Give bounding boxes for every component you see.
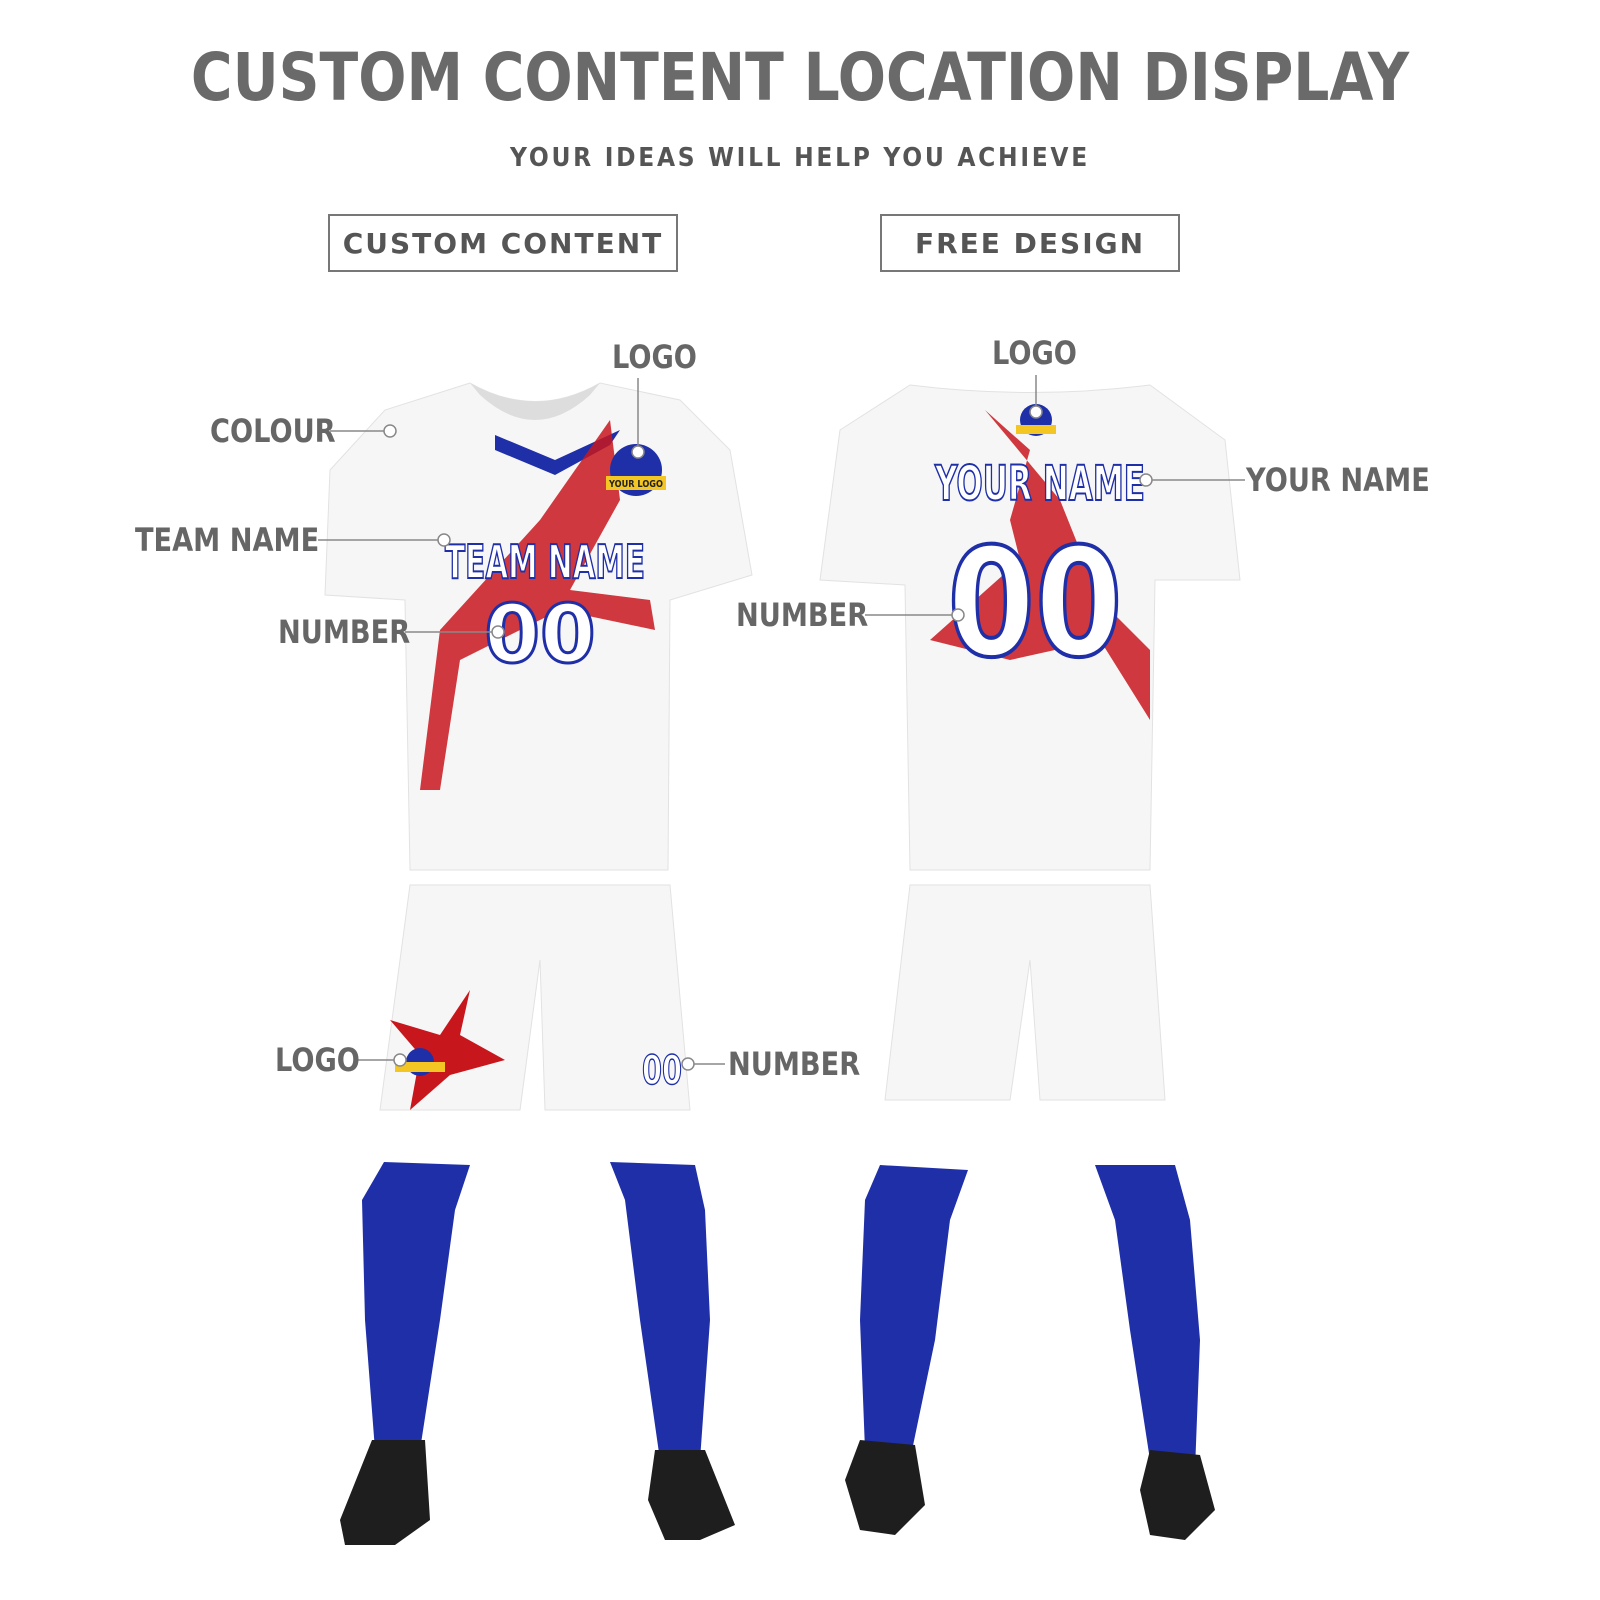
leader-lines: [318, 375, 1245, 1071]
back-your-name: YOUR NAME: [934, 456, 1145, 512]
back-jersey: YOUR NAME 00: [819, 384, 1241, 871]
boots: [340, 1440, 1215, 1545]
shorts-number: 00: [642, 1048, 682, 1094]
front-logo-label: LOGO: [612, 338, 697, 376]
page-subtitle: YOUR IDEAS WILL HELP YOU ACHIEVE: [510, 143, 1090, 173]
free-design-box: FREE DESIGN: [880, 214, 1180, 272]
custom-content-box: CUSTOM CONTENT: [328, 214, 678, 272]
shorts-number-label: NUMBER: [728, 1045, 861, 1083]
socks: [362, 1162, 1200, 1470]
shorts-logo-label: LOGO: [275, 1041, 360, 1079]
front-jersey: TEAM NAME 00 YOUR LOGO: [324, 382, 753, 871]
back-shorts: [884, 884, 1166, 1101]
back-number: 00: [948, 517, 1123, 691]
back-logo-label: LOGO: [992, 334, 1077, 372]
page-title: CUSTOM CONTENT LOCATION DISPLAY: [190, 39, 1410, 116]
team-name-label: TEAM NAME: [135, 521, 320, 559]
front-logo-text: YOUR LOGO: [608, 479, 663, 490]
front-shorts: 00: [379, 884, 691, 1111]
front-team-name: TEAM NAME: [445, 535, 645, 589]
colour-label: COLOUR: [210, 412, 336, 450]
your-name-label: YOUR NAME: [1246, 461, 1430, 499]
back-number-label: NUMBER: [736, 596, 869, 634]
front-number-label: NUMBER: [278, 613, 411, 651]
